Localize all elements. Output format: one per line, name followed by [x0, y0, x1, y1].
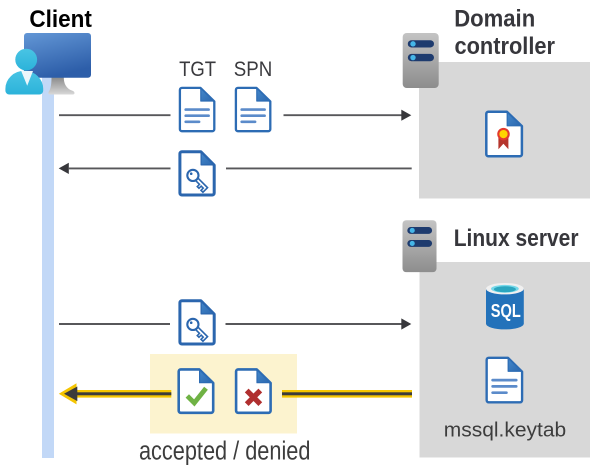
svg-text:controller: controller [455, 33, 556, 60]
svg-text:SQL: SQL [491, 301, 521, 321]
svg-text:TGT: TGT [179, 57, 216, 81]
svg-text:SPN: SPN [234, 57, 273, 81]
svg-text:accepted / denied: accepted / denied [139, 438, 311, 466]
svg-text:Client: Client [29, 6, 92, 33]
svg-text:Domain: Domain [454, 6, 535, 33]
svg-text:Linux server: Linux server [454, 225, 579, 252]
svg-text:mssql.keytab: mssql.keytab [444, 418, 567, 441]
